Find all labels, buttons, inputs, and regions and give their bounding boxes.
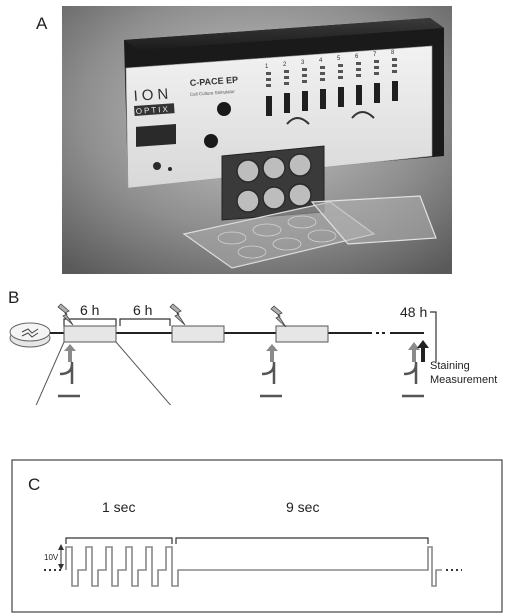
interval2-bracket: [120, 319, 170, 326]
amplitude-label: 10V: [44, 553, 59, 562]
stimulation-box: [276, 326, 328, 342]
timeline-diagram: 6 h 6 h 48 h Staining Measurement: [0, 280, 517, 405]
lightning-icon: [271, 306, 286, 327]
interval2-label: 6 h: [133, 302, 152, 318]
lightning-icon: [170, 304, 185, 325]
measurement-label: Measurement: [430, 374, 497, 386]
stimulation-box: [64, 326, 116, 342]
arrow-up-icon: [266, 344, 278, 362]
panel-a-letter: A: [36, 14, 47, 34]
microscope-icon: [402, 362, 424, 396]
brand-line1: ION: [133, 85, 173, 105]
microscope-icon: [58, 362, 80, 396]
stimulation-box: [172, 326, 224, 342]
microscope-icon: [260, 362, 282, 396]
staining-label: Staining: [430, 360, 470, 372]
zoom-line-left: [12, 342, 64, 405]
on-duration-label: 1 sec: [102, 499, 135, 515]
arrow-up-icon: [64, 344, 76, 362]
zoom-line-right: [116, 342, 218, 405]
interval1-label: 6 h: [80, 302, 99, 318]
device-photo: ION OPTIX C-PACE EP Cell Culture Stimula…: [62, 6, 452, 274]
off-duration-label: 9 sec: [286, 499, 319, 515]
lightning-icon: [58, 304, 73, 325]
pulse-diagram: C 1 sec 9 sec 10V: [0, 458, 517, 616]
arrow-up-icon: [417, 340, 429, 362]
panel-c-letter: C: [28, 475, 40, 494]
panel-c-frame: [12, 460, 502, 612]
end-time-label: 48 h: [400, 304, 427, 320]
arrow-up-icon: [408, 342, 420, 362]
petri-dish-icon: [10, 323, 50, 347]
